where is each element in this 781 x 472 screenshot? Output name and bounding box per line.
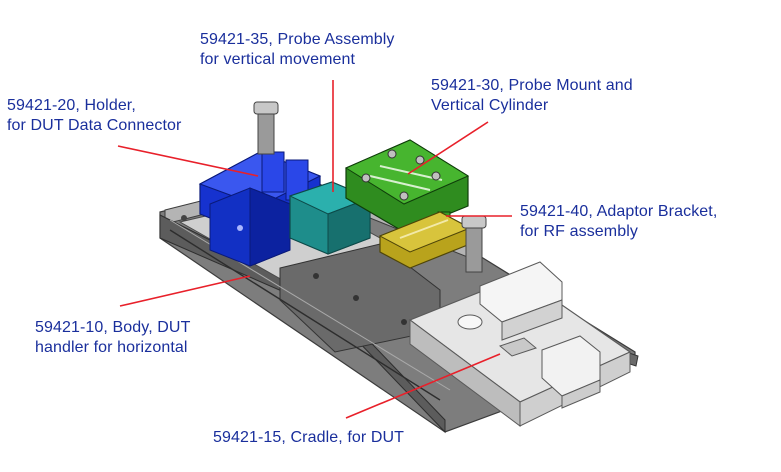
probe-assembly-label-line2: for vertical movement: [200, 51, 356, 68]
body-label-line1: 59421-10, Body, DUT: [35, 319, 191, 336]
body-label: 59421-10, Body, DUT handler for horizont…: [35, 318, 190, 358]
adaptor-bracket-label: 59421-40, Adaptor Bracket, for RF assemb…: [520, 202, 717, 242]
cradle-part: [408, 261, 632, 427]
adaptor-bracket-label-line2: for RF assembly: [520, 223, 638, 240]
probe-assembly-label-line1: 59421-35, Probe Assembly: [200, 31, 395, 48]
body-label-line2: handler for horizontal: [35, 339, 188, 356]
probe-mount-label-line1: 59421-30, Probe Mount and: [431, 77, 633, 94]
cradle-label-line1: 59421-15, Cradle, for DUT: [213, 429, 405, 446]
holder-label-line2: for DUT Data Connector: [7, 117, 182, 134]
probe-assembly-label: 59421-35, Probe Assembly for vertical mo…: [200, 30, 395, 70]
leader-lines: [117, 80, 512, 419]
probe-mount-label: 59421-30, Probe Mount and Vertical Cylin…: [431, 76, 633, 116]
holder-label-line1: 59421-20, Holder,: [7, 97, 136, 114]
leader-probe-mount: [407, 121, 489, 175]
leader-cradle: [345, 353, 501, 419]
probe-mount-part: [344, 139, 470, 239]
adaptor-bracket-label-line1: 59421-40, Adaptor Bracket,: [520, 203, 718, 220]
leader-body: [119, 275, 251, 307]
leader-holder: [117, 145, 259, 177]
cradle-label: 59421-15, Cradle, for DUT: [213, 428, 404, 448]
holder-label: 59421-20, Holder, for DUT Data Connector: [7, 96, 181, 136]
adaptor-bracket-part: [378, 211, 487, 273]
holder-part: [198, 101, 322, 267]
probe-mount-label-line2: Vertical Cylinder: [431, 97, 549, 114]
